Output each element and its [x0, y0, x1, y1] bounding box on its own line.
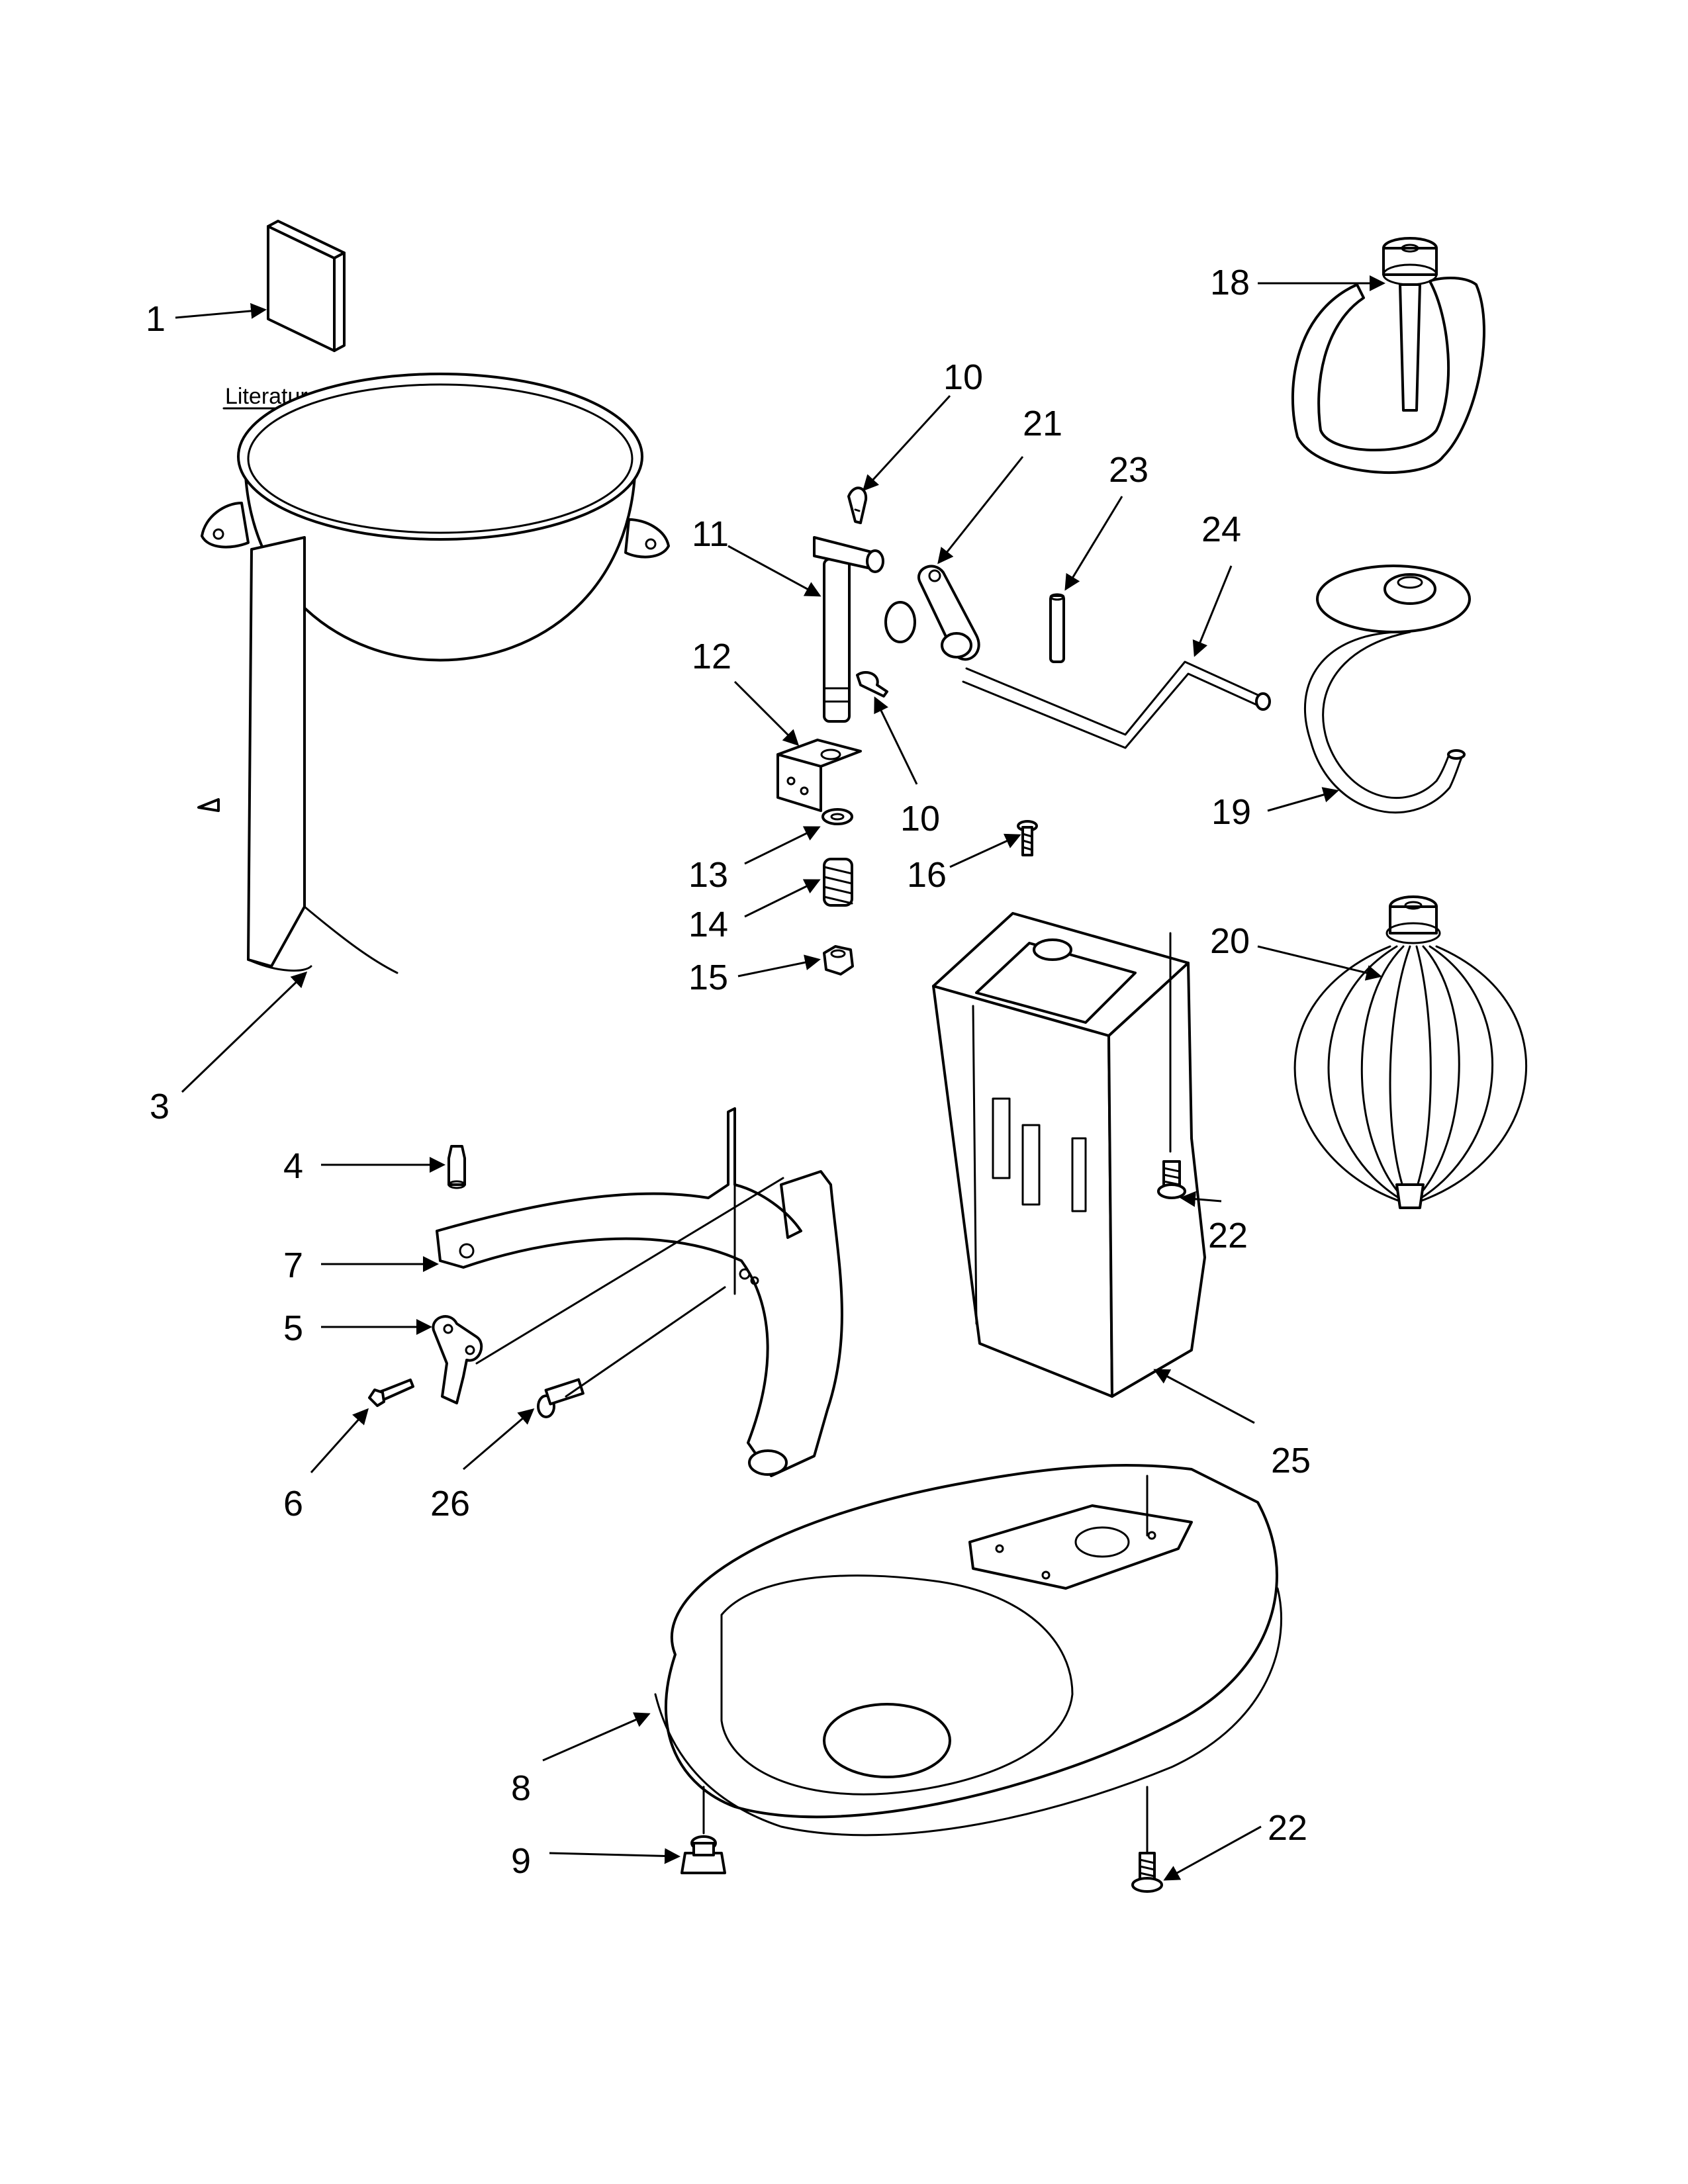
callout-23: 23: [1109, 450, 1149, 490]
cotter-pin-upper: [847, 486, 868, 524]
wire-whip: [1293, 895, 1528, 1209]
literature-booklet: [222, 220, 393, 410]
callout-26: 26: [430, 1484, 470, 1524]
callout-21: 21: [1023, 404, 1062, 443]
callout-10: 10: [943, 357, 983, 397]
callout-19: 19: [1211, 792, 1251, 832]
bowl-support: [436, 1107, 843, 1477]
callout-4: 4: [283, 1146, 303, 1186]
dough-hook: [1304, 565, 1471, 814]
callout-10-lower: 10: [900, 799, 940, 839]
callout-7: 7: [283, 1246, 303, 1285]
pedestal-column: [932, 912, 1206, 1398]
callout-13: 13: [688, 855, 728, 895]
cotter-pin-lower: [856, 671, 888, 698]
callout-25: 25: [1271, 1441, 1311, 1480]
screw-22-upper: [1157, 932, 1186, 1199]
screw-26: [537, 1378, 585, 1418]
callout-5: 5: [283, 1308, 303, 1348]
cam-lever: [884, 565, 980, 661]
callout-22-upper: 22: [1208, 1216, 1248, 1255]
callout-1: 1: [146, 299, 165, 339]
latch: [432, 1315, 483, 1404]
callout-22-lower: 22: [1268, 1808, 1307, 1848]
washer: [821, 808, 853, 825]
callout-16: 16: [907, 855, 947, 895]
screw-16: [1017, 820, 1038, 856]
callout-3: 3: [150, 1087, 169, 1126]
spring: [823, 858, 853, 907]
bowl-lift-pin: [813, 536, 884, 723]
callout-12: 12: [692, 637, 731, 676]
callout-24: 24: [1201, 510, 1241, 549]
callout-6: 6: [283, 1484, 303, 1524]
roll-pin: [1049, 593, 1065, 663]
flat-beater: [1291, 237, 1485, 474]
locating-pin: [447, 1145, 466, 1189]
screw-22-lower: [1131, 1786, 1163, 1893]
screw-6: [368, 1379, 414, 1407]
callout-9: 9: [511, 1841, 531, 1881]
leader-lines: [175, 275, 1385, 1881]
crank-shaft: [962, 660, 1271, 749]
callout-15: 15: [688, 958, 728, 997]
mixer-base: [654, 1464, 1282, 1837]
callout-8: 8: [511, 1768, 531, 1808]
callout-11: 11: [692, 514, 729, 554]
rubber-foot: [680, 1786, 726, 1874]
callout-18: 18: [1210, 263, 1250, 302]
callout-20: 20: [1210, 921, 1250, 961]
callout-labels: 1 10 21 23 24 18 11 12 10 13 14 15 16 19…: [146, 263, 1311, 1881]
bracket: [776, 739, 862, 812]
mixing-bowl: [197, 373, 670, 974]
hex-nut: [823, 945, 854, 976]
callout-14: 14: [688, 905, 728, 944]
